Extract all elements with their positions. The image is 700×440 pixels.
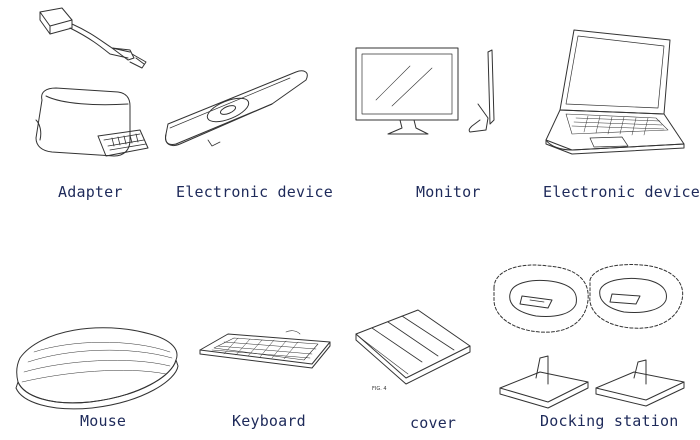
label-cover: cover bbox=[410, 414, 457, 432]
electronic-device-1-drawing bbox=[165, 71, 307, 146]
label-mouse: Mouse bbox=[80, 412, 127, 430]
keyboard-drawing bbox=[200, 331, 330, 368]
label-docking-station: Docking station bbox=[540, 412, 679, 430]
mouse-drawing bbox=[16, 328, 178, 409]
label-electronic-device-2: Electronic device bbox=[543, 183, 700, 201]
docking-station-drawing bbox=[494, 265, 684, 408]
label-keyboard: Keyboard bbox=[232, 412, 306, 430]
label-electronic-device-1: Electronic device bbox=[176, 183, 333, 201]
monitor-drawing bbox=[356, 48, 494, 134]
label-adapter: Adapter bbox=[58, 183, 123, 201]
figure-caption: FIG. 4 bbox=[372, 386, 387, 392]
adapter-block-drawing bbox=[36, 88, 148, 156]
label-monitor: Monitor bbox=[416, 183, 481, 201]
electronic-device-2-drawing bbox=[546, 30, 684, 154]
cover-drawing bbox=[356, 310, 470, 384]
adapter-cable-drawing bbox=[40, 8, 146, 68]
